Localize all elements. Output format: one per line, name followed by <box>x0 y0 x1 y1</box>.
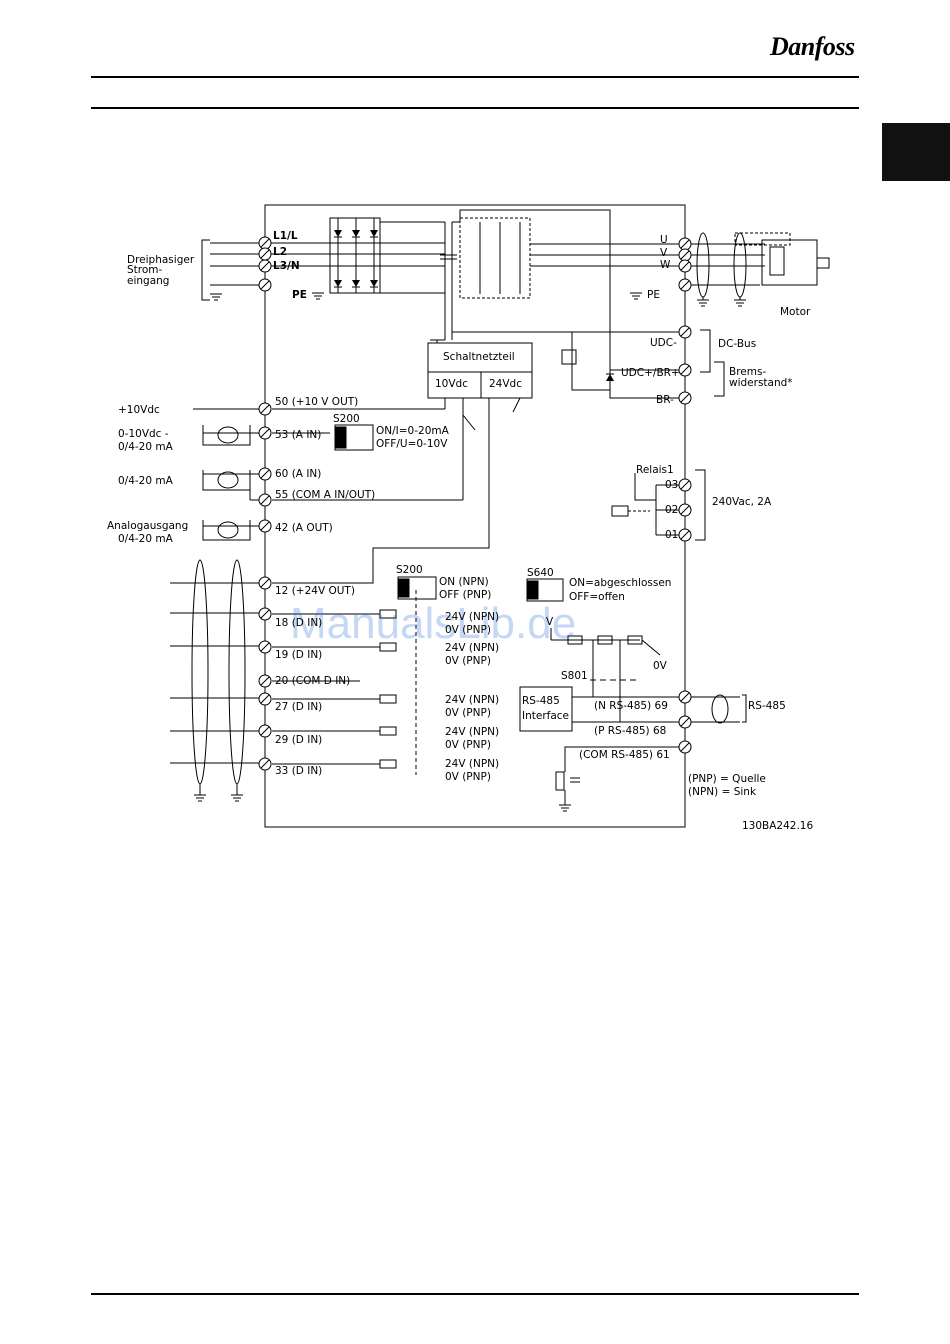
input-27-npn: 24V (NPN) <box>445 694 499 706</box>
motor-label: Motor <box>780 306 811 318</box>
watermark: ManualsLib.de <box>290 599 576 648</box>
terminal-61: (COM RS-485) 61 <box>579 749 670 761</box>
ext-10v-label: +10Vdc <box>118 404 160 416</box>
relay-contact-01: 01 <box>665 529 678 541</box>
terminal-68: (P RS-485) 68 <box>594 725 666 737</box>
s640-off: OFF=offen <box>569 591 625 603</box>
mains-terminals <box>258 236 272 292</box>
s640-on: ON=abgeschlossen <box>569 577 671 589</box>
terminal-53: 53 (A IN) <box>275 429 321 441</box>
terminal-l1: L1/L <box>273 230 298 242</box>
input-27-pnp: 0V (PNP) <box>445 707 491 719</box>
chapter-tab <box>882 123 950 181</box>
terminal-w: W <box>660 259 671 271</box>
footer-rule <box>91 1293 859 1295</box>
rs485-v-label: V <box>546 616 554 628</box>
input-29-npn: 24V (NPN) <box>445 726 499 738</box>
terminal-33: 33 (D IN) <box>275 765 322 777</box>
header-rule-top <box>91 76 859 78</box>
terminal-69: (N RS-485) 69 <box>594 700 668 712</box>
udc-plus-br-label: UDC+/BR+ <box>621 367 680 379</box>
terminal-20: 20 (COM D IN) <box>275 675 350 687</box>
brake-label-2: widerstand* <box>729 377 793 389</box>
brake-label-1: Brems- <box>729 366 766 378</box>
input-29-pnp: 0V (PNP) <box>445 739 491 751</box>
relay-title: Relais1 <box>636 464 674 476</box>
terminal-v: V <box>660 247 668 259</box>
legend-npn: (NPN) = Sink <box>688 786 757 798</box>
power-supply-title: Schaltnetzteil <box>443 351 515 363</box>
power-supply-24v: 24Vdc <box>489 378 522 390</box>
input-33-npn: 24V (NPN) <box>445 758 499 770</box>
terminal-60: 60 (A IN) <box>275 468 321 480</box>
figure-id: 130BA242.16 <box>742 820 813 832</box>
s801-label: S801 <box>561 670 588 682</box>
terminal-l3: L3/N <box>273 260 300 272</box>
input-33-pnp: 0V (PNP) <box>445 771 491 783</box>
rs485-interface <box>519 686 573 732</box>
relay-contact-03: 03 <box>665 479 678 491</box>
mains-pe-label: PE <box>292 289 307 301</box>
terminal-18: 18 (D IN) <box>275 617 322 629</box>
s200-digital-label: S200 <box>396 564 423 576</box>
s200-analog-label: S200 <box>333 413 360 425</box>
terminal-27: 27 (D IN) <box>275 701 322 713</box>
br-minus-label: BR- <box>656 394 674 406</box>
udc-minus-label: UDC- <box>650 337 677 349</box>
terminal-42: 42 (A OUT) <box>275 522 333 534</box>
s200-analog-off: OFF/U=0-10V <box>376 438 448 450</box>
power-supply <box>427 342 533 399</box>
header-rule-bottom <box>91 107 859 109</box>
input-18-npn: 24V (NPN) <box>445 611 499 623</box>
s640-label: S640 <box>527 567 554 579</box>
relay-contact-02: 02 <box>665 504 678 516</box>
inverter-bridge <box>459 217 531 299</box>
terminal-l2: L2 <box>273 246 287 258</box>
terminal-29: 29 (D IN) <box>275 734 322 746</box>
mains-label-3: eingang <box>127 275 169 287</box>
motor-pe-label: PE <box>647 289 660 301</box>
relay-rating: 240Vac, 2A <box>712 496 772 508</box>
input-53-label-1: 0-10Vdc - <box>118 428 169 440</box>
rs485-interface-label-2: Interface <box>522 710 569 722</box>
analog-out-label-1: Analogausgang <box>107 520 188 532</box>
analog-out-label-2: 0/4-20 mA <box>118 533 174 545</box>
rs485-interface-label-1: RS-485 <box>522 695 560 707</box>
input-60-label: 0/4-20 mA <box>118 475 174 487</box>
rs485-0v-label: 0V <box>653 660 668 672</box>
terminal-50: 50 (+10 V OUT) <box>275 396 358 408</box>
input-53-label-2: 0/4-20 mA <box>118 441 174 453</box>
rectifier-bridge <box>329 217 381 294</box>
mains-label-1: Dreiphasiger <box>127 254 195 266</box>
s200-analog-on: ON/I=0-20mA <box>376 425 450 437</box>
s200-digital-off: OFF (PNP) <box>439 589 491 601</box>
danfoss-logo: Danfoss <box>770 32 855 61</box>
power-supply-10v: 10Vdc <box>435 378 468 390</box>
s200-digital-on: ON (NPN) <box>439 576 489 588</box>
legend-pnp: (PNP) = Quelle <box>688 773 766 785</box>
terminal-55: 55 (COM A IN/OUT) <box>275 489 375 501</box>
input-19-pnp: 0V (PNP) <box>445 655 491 667</box>
terminal-12: 12 (+24V OUT) <box>275 585 355 597</box>
rs485-label: RS-485 <box>748 700 786 712</box>
terminal-19: 19 (D IN) <box>275 649 322 661</box>
dc-bus-label: DC-Bus <box>718 338 756 350</box>
input-18-pnp: 0V (PNP) <box>445 624 491 636</box>
mains-label-2: Strom- <box>127 264 163 276</box>
input-19-npn: 24V (NPN) <box>445 642 499 654</box>
terminal-u: U <box>660 234 668 246</box>
